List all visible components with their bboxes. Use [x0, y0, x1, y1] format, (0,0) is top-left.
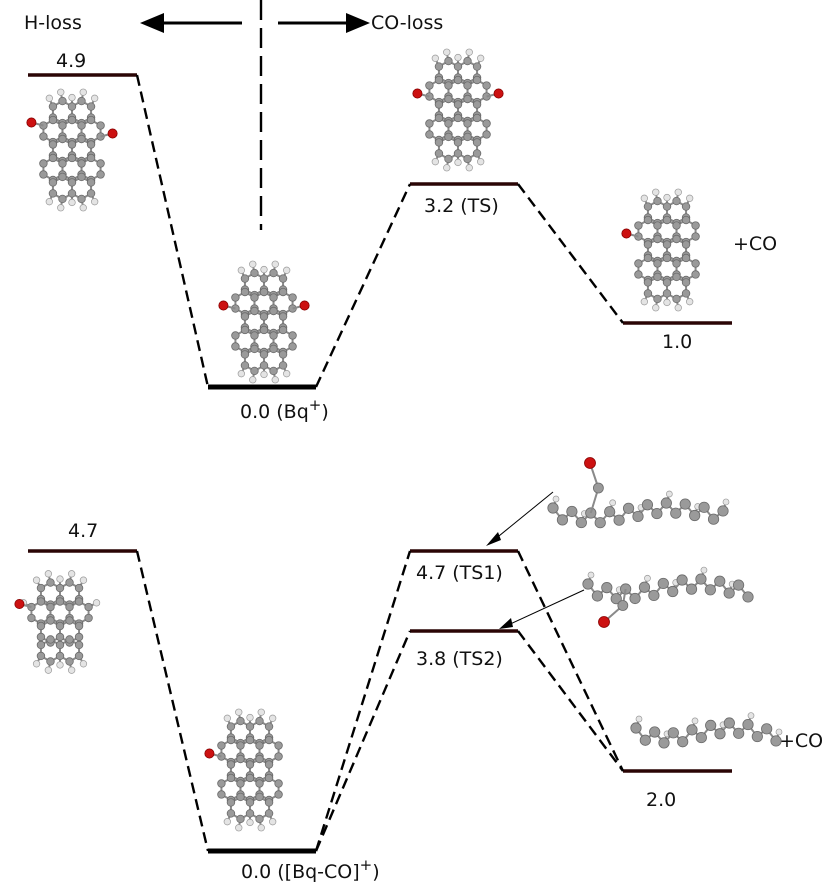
- h-loss-energy-top: 4.9: [56, 50, 86, 72]
- connector-ts-top: [314, 183, 412, 388]
- molecule-ts1-bottom: [547, 457, 730, 529]
- molecule-ts-top: [412, 48, 504, 172]
- product-label-top: 1.0: [662, 331, 692, 353]
- connector-ts1-product: [516, 550, 625, 772]
- ts-label-top: 3.2 (TS): [424, 195, 499, 217]
- connector-hloss-top: [135, 74, 210, 388]
- molecule-ts2-bottom: [582, 566, 754, 628]
- ts1-pointer-arrow-icon: [486, 491, 554, 546]
- reactant-label-bottom: 0.0 ([Bq-CO]+): [241, 856, 380, 883]
- h-loss-energy-bottom: 4.7: [68, 520, 98, 542]
- product-label-bottom: 2.0: [646, 789, 676, 811]
- left-arrow-icon: [140, 13, 242, 33]
- ts1-label-bottom: 4.7 (TS1): [416, 562, 503, 584]
- connector-product-top: [517, 183, 624, 324]
- co-label-top: +CO: [733, 233, 777, 255]
- reactant-label-top: 0.0 (Bq+): [240, 396, 329, 423]
- connector-hloss-bottom: [135, 550, 210, 852]
- right-arrow-icon: [278, 13, 370, 33]
- molecule-product-bottom: [630, 712, 783, 749]
- connector-ts2-bottom: [314, 630, 412, 852]
- molecule-reactant-top: [218, 260, 310, 384]
- co-loss-header: CO-loss: [371, 12, 443, 34]
- ts2-label-bottom: 3.8 (TS2): [416, 648, 503, 670]
- bottom-energy-profile: 4.7 0.0 ([Bq-CO]+) 4.7 (TS1) 3.8 (TS2) 2…: [14, 457, 823, 883]
- molecule-product-top: [621, 188, 700, 312]
- connector-ts1-bottom: [314, 550, 412, 852]
- ts2-pointer-arrow-icon: [499, 589, 585, 629]
- h-loss-header: H-loss: [24, 12, 82, 34]
- connector-ts2-product: [517, 630, 624, 772]
- co-label-bottom: +CO: [779, 730, 823, 752]
- molecule-reactant-bottom: [204, 708, 283, 832]
- molecule-h-loss-bottom: [14, 570, 101, 674]
- molecule-h-loss-top: [26, 88, 118, 212]
- top-energy-profile: 4.9 0.0 (Bq+) 3.2 (TS) 1.0 +CO: [26, 48, 777, 423]
